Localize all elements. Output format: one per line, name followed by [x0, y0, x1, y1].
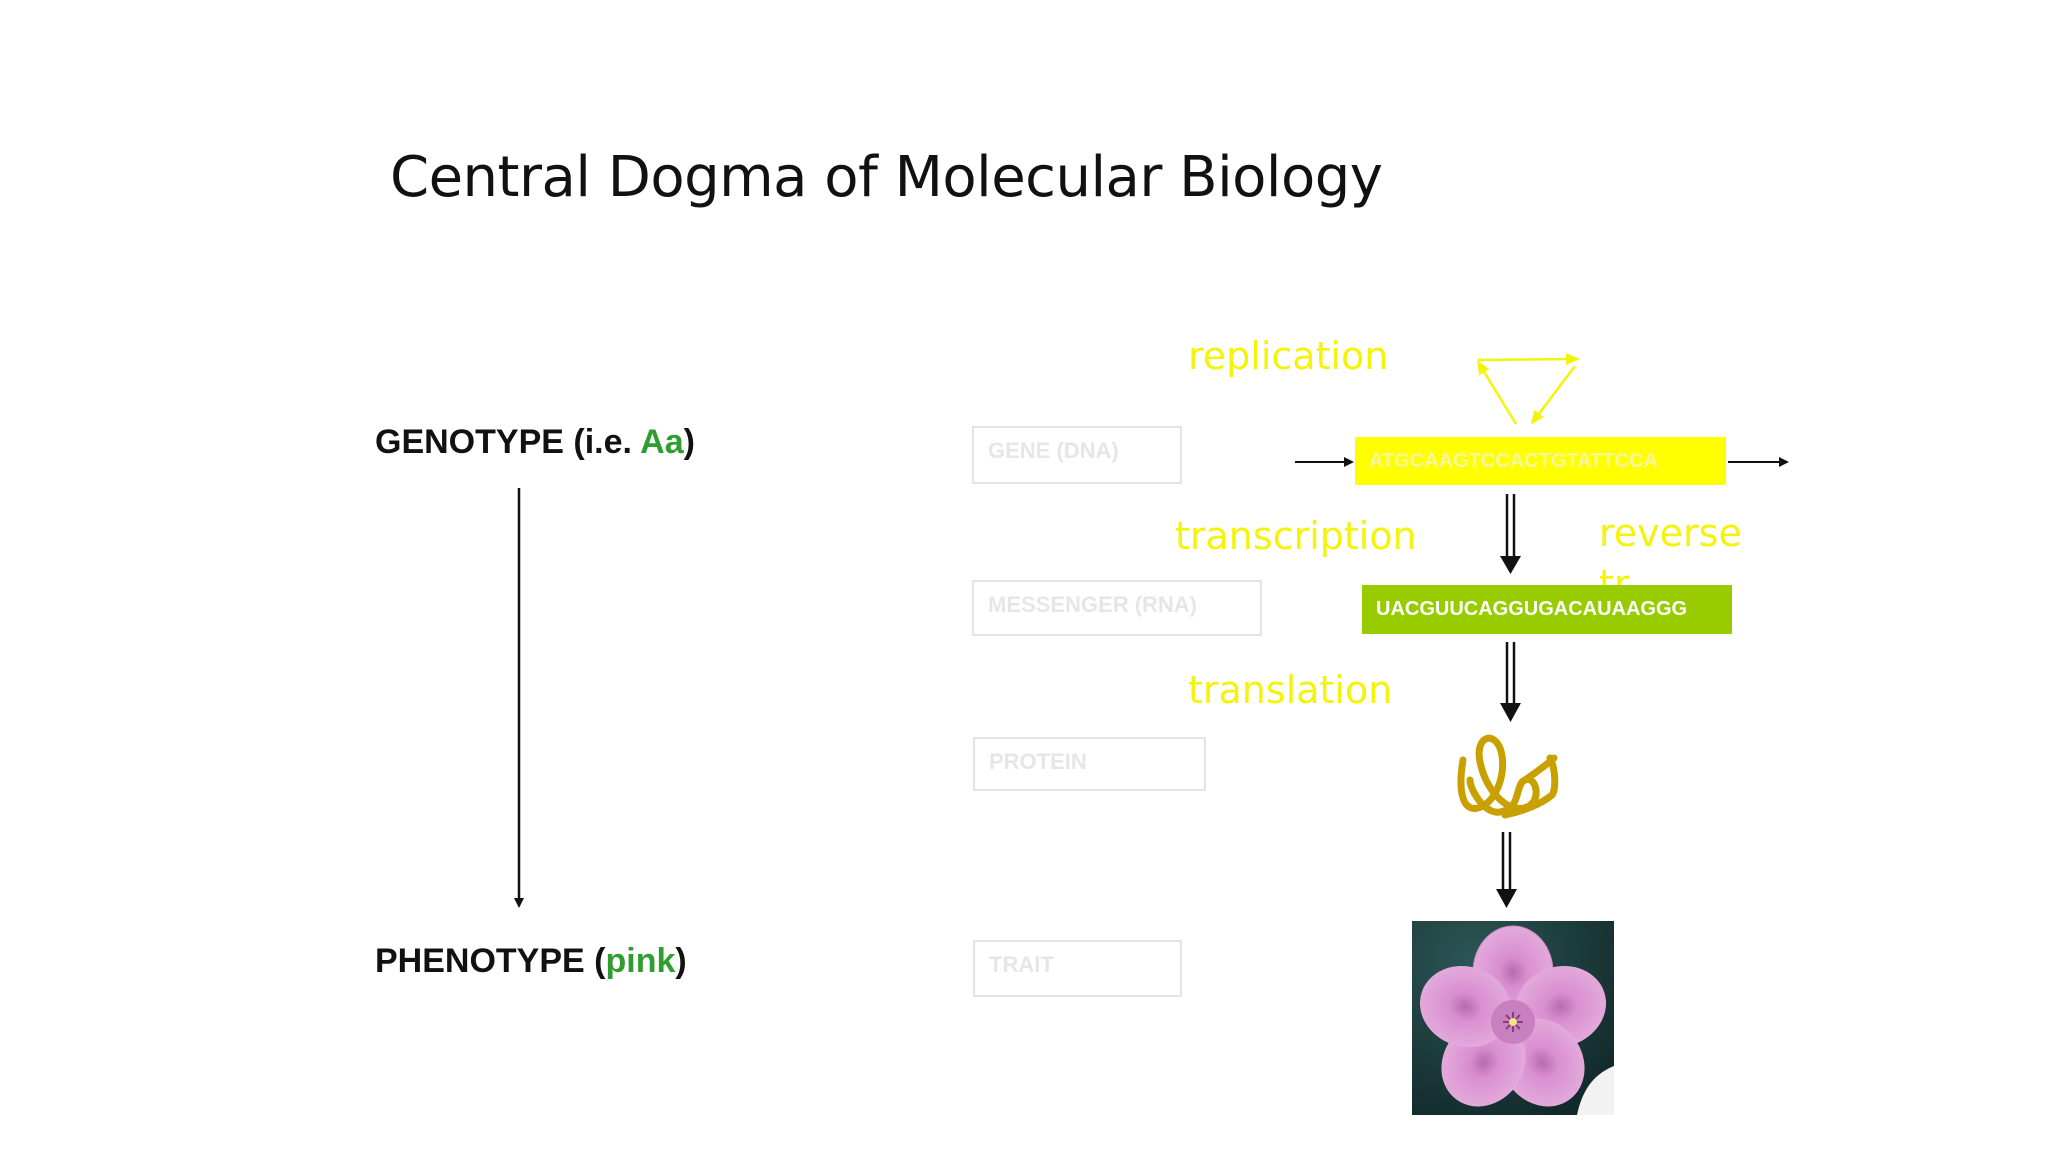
rna-sequence-bar: UACGUUCAGGUGACAUAAGGG: [1362, 585, 1732, 634]
stage-box-protein: PROTEIN: [973, 737, 1206, 791]
flower-drawing: [1412, 921, 1614, 1115]
genotype-suffix: ): [683, 423, 695, 461]
phenotype-label: PHENOTYPE (pink): [375, 942, 687, 981]
stage-box-gene: GENE (DNA): [972, 426, 1182, 484]
process-replication: replication: [1188, 334, 1389, 378]
slide-title: Central Dogma of Molecular Biology: [390, 145, 1383, 210]
process-reverse: reverse: [1599, 511, 1742, 555]
rna-sequence-text: UACGUUCAGGUGACAUAAGGG: [1376, 598, 1688, 620]
phenotype-color: pink: [605, 942, 676, 980]
dna-sequence-text: ATGCAAGTCCACTGTATTCCA: [1369, 449, 1658, 472]
pink-flower-image: [1412, 921, 1614, 1115]
genotype-prefix: GENOTYPE (i.e.: [375, 423, 641, 461]
transcription-arrow: [1500, 494, 1521, 574]
process-translation: translation: [1188, 668, 1393, 712]
phenotype-prefix: PHENOTYPE (: [375, 942, 606, 980]
dna-sequence-bar: ATGCAAGTCCACTGTATTCCA: [1355, 437, 1726, 485]
protein-coil-icon: [1457, 734, 1559, 819]
protein-to-trait-arrow: [1496, 832, 1517, 908]
phenotype-suffix: ): [675, 942, 687, 980]
genotype-allele: Aa: [640, 423, 684, 461]
stage-box-messenger: MESSENGER (RNA): [972, 580, 1262, 636]
translation-arrow: [1500, 642, 1521, 722]
replication-triangle-arrow: [1476, 353, 1580, 425]
stage-box-trait: TRAIT: [973, 940, 1182, 997]
genotype-label: GENOTYPE (i.e. Aa): [375, 423, 695, 462]
process-transcription: transcription: [1175, 514, 1417, 558]
